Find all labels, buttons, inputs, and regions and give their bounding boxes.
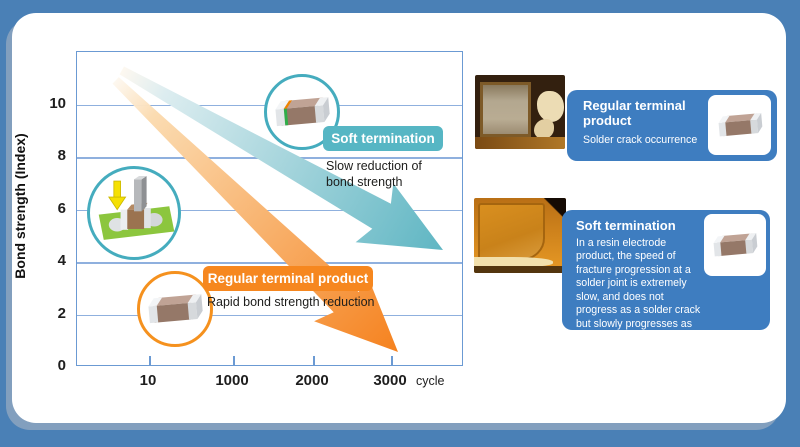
gridline xyxy=(77,262,462,264)
gridline xyxy=(77,314,462,316)
bond-strength-test-badge xyxy=(87,166,181,260)
soft-termination-chip-icon xyxy=(275,97,330,127)
y-tick-label: 2 xyxy=(57,304,66,322)
soft-termination-panel: Soft termination In a resin electrode pr… xyxy=(562,210,770,343)
regular-terminal-panel: Regular terminal product Solder crack oc… xyxy=(567,90,777,161)
x-tick-label: 3000 xyxy=(373,372,407,389)
x-tick-mark xyxy=(149,356,151,365)
x-tick-mark xyxy=(233,356,235,365)
x-axis-unit: cycle xyxy=(416,374,445,388)
solder-crack-micrograph xyxy=(475,75,565,149)
resin-peeling-micrograph xyxy=(474,198,566,273)
x-tick-label: 1000 xyxy=(215,372,249,389)
soft-panel-title: Soft termination xyxy=(576,218,676,233)
y-tick-label: 6 xyxy=(57,199,66,217)
mlcc-chip-icon xyxy=(148,294,203,324)
regular-terminal-caption: Rapid bond strength reduction xyxy=(207,295,375,309)
regular-chip-badge xyxy=(137,271,213,347)
regular-panel-title: Regular terminal product xyxy=(583,98,686,129)
regular-panel-description: Solder crack occurrence xyxy=(583,134,698,146)
soft-chip-thumbnail xyxy=(704,214,766,276)
mlcc-chip-icon xyxy=(718,113,762,137)
regular-chip-thumbnail xyxy=(708,95,771,155)
x-tick-label: 10 xyxy=(139,372,157,389)
soft-termination-tag: Soft termination xyxy=(323,126,443,151)
x-tick-mark xyxy=(391,356,393,365)
soft-panel-description: In a resin electrode product, the speed … xyxy=(576,237,701,344)
mlcc-chip-icon xyxy=(713,233,758,257)
x-tick-mark xyxy=(313,356,315,365)
bond-strength-test-icon xyxy=(98,176,175,240)
soft-termination-caption: Slow reduction of bond strength xyxy=(326,159,422,190)
y-axis-title: Bond strength (Index) xyxy=(12,133,28,279)
y-tick-label: 0 xyxy=(57,357,66,374)
x-tick-label: 2000 xyxy=(295,372,329,389)
y-tick-label: 8 xyxy=(57,147,66,164)
regular-terminal-tag: Regular terminal product xyxy=(203,266,373,291)
y-tick-label: 4 xyxy=(57,252,66,269)
y-tick-label: 10 xyxy=(49,94,66,112)
